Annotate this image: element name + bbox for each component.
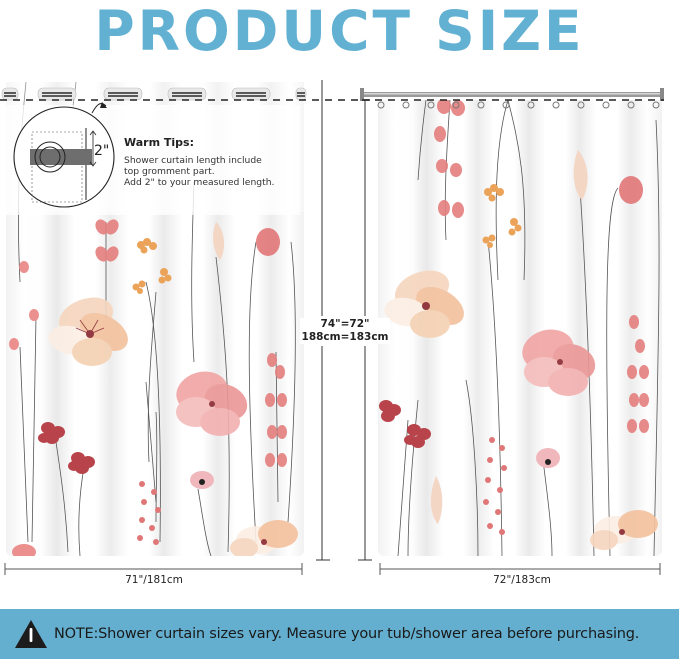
note-text: NOTE:Shower curtain sizes vary. Measure … (54, 626, 640, 642)
left-width-label: 71"/181cm (125, 574, 183, 586)
note-banner: NOTE:Shower curtain sizes vary. Measure … (0, 609, 679, 659)
height-inches: 74"=72" (320, 318, 370, 330)
height-dimension-label: 74"=72" 188cm=183cm (300, 318, 390, 344)
page-title: PRODUCT SIZE (94, 0, 585, 63)
warm-tips-line-1: Shower curtain length include (124, 155, 262, 166)
height-cm: 188cm=183cm (301, 331, 389, 343)
right-curtain-image (378, 100, 662, 556)
warm-tips-title: Warm Tips: (124, 136, 194, 149)
gromment-dimension-label: 2" (94, 143, 110, 159)
warning-triangle-icon (15, 620, 47, 648)
right-width-label: 72"/183cm (493, 574, 551, 586)
warm-tips-line-2: top gromment part. (124, 166, 215, 177)
warm-tips-line-3: Add 2" to your measured length. (124, 177, 275, 188)
right-curtain-floral-pattern (379, 100, 660, 556)
